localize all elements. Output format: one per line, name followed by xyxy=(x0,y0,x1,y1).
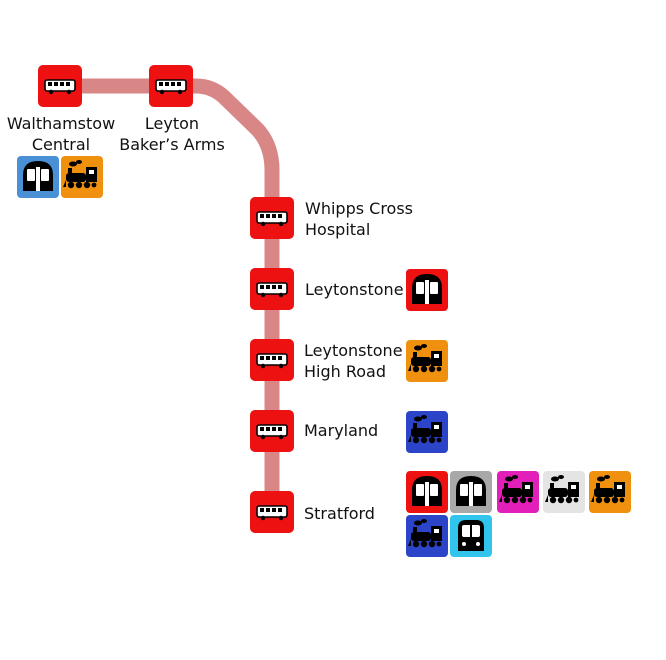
steam-train-icon[interactable] xyxy=(543,471,585,513)
dlr-train-icon[interactable] xyxy=(450,515,492,557)
tube-train-icon[interactable] xyxy=(17,156,59,198)
steam-train-icon[interactable] xyxy=(61,156,103,198)
route-line xyxy=(52,78,280,520)
stop-label-line: Whipps Cross xyxy=(305,199,413,218)
stop-label-line: Leytonstone xyxy=(304,341,403,360)
steam-train-icon[interactable] xyxy=(589,471,631,513)
steam-train-icon[interactable] xyxy=(497,471,539,513)
stop-label-line: Leytonstone xyxy=(305,280,404,299)
stop-label-line: Hospital xyxy=(305,220,371,239)
steam-train-icon[interactable] xyxy=(406,411,448,453)
steam-train-icon[interactable] xyxy=(406,340,448,382)
stop-label-line: Central xyxy=(31,135,91,154)
stop-marker-maryland[interactable] xyxy=(250,410,294,452)
stop-label-stratford: Stratford xyxy=(304,503,375,524)
stop-marker-stratford[interactable] xyxy=(250,491,294,533)
stop-marker-walthamstow-central[interactable] xyxy=(38,65,82,107)
stop-label-line: Maryland xyxy=(304,421,379,440)
stop-marker-leyton-bakers-arms[interactable] xyxy=(149,65,193,107)
tube-train-icon[interactable] xyxy=(450,471,492,513)
stop-label-maryland: Maryland xyxy=(304,420,378,441)
tube-train-icon[interactable] xyxy=(406,471,448,513)
stop-label-leytonstone: Leytonstone xyxy=(305,279,404,300)
stop-marker-leytonstone-high-road[interactable] xyxy=(250,339,294,381)
stop-label-line: Leyton xyxy=(144,114,200,133)
stop-label-line: Baker’s Arms xyxy=(119,135,225,154)
stop-label-line: High Road xyxy=(304,362,387,381)
stop-marker-leytonstone[interactable] xyxy=(250,268,294,310)
stop-label-line: Stratford xyxy=(304,504,375,523)
stop-marker-whipps-cross-hospital[interactable] xyxy=(250,197,294,239)
stop-label-line: Walthamstow xyxy=(6,114,116,133)
steam-train-icon[interactable] xyxy=(406,515,448,557)
tube-train-icon[interactable] xyxy=(406,269,448,311)
